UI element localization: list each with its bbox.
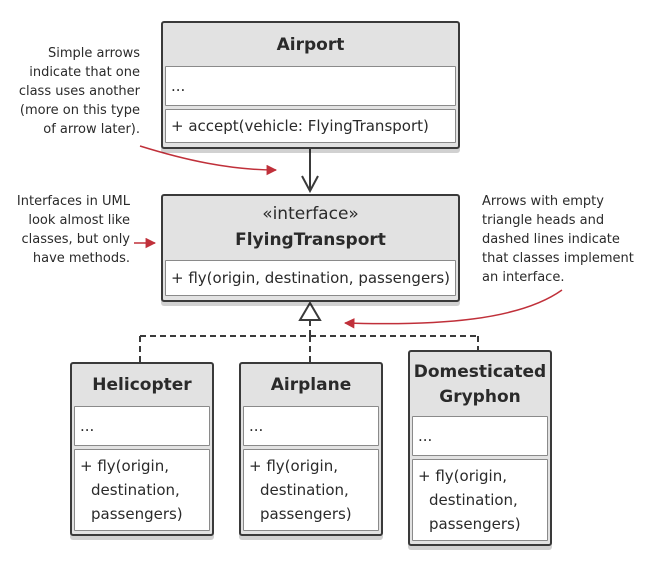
- class-airport-methods: + accept(vehicle: FlyingTransport): [165, 109, 456, 143]
- class-gryphon-fields: ...: [412, 416, 548, 456]
- class-airplane-method-line-3: passengers): [260, 505, 352, 523]
- class-airport: Airport ... + accept(vehicle: FlyingTran…: [161, 21, 460, 149]
- annotation-arrow-uses: [139, 145, 278, 176]
- note-implements-line: dashed lines indicate: [482, 232, 620, 247]
- note-implements: Arrows with empty triangle heads and das…: [482, 192, 642, 287]
- interface-methods: + fly(origin, destination, passengers): [165, 260, 456, 296]
- class-domesticated-gryphon: Domesticated Gryphon ... + fly(origin, d…: [408, 350, 552, 546]
- note-simple-arrows: Simple arrows indicate that one class us…: [8, 44, 140, 139]
- class-gryphon-method-line-1: + fly(origin,: [418, 467, 507, 485]
- interface-stereotype: «interface»: [262, 204, 359, 224]
- note-interfaces: Interfaces in UML look almost like class…: [4, 192, 130, 268]
- class-airplane-methods: + fly(origin, destination, passengers): [243, 449, 379, 531]
- interface-method: + fly(origin, destination, passengers): [171, 269, 451, 287]
- class-airport-fields: ...: [165, 66, 456, 106]
- note-interfaces-line: Interfaces in UML: [16, 194, 130, 209]
- uses-arrow-head: [301, 175, 319, 194]
- note-implements-line: triangle heads and: [482, 213, 605, 228]
- class-helicopter-method-line-3: passengers): [91, 505, 183, 523]
- class-airplane-title: Airplane: [270, 375, 352, 395]
- class-airport-title: Airport: [276, 35, 345, 55]
- class-gryphon-title-line-1: Domesticated: [413, 362, 547, 382]
- class-gryphon-methods: + fly(origin, destination, passengers): [412, 459, 548, 541]
- class-helicopter-fields: ...: [74, 406, 210, 446]
- note-interfaces-line: look almost like: [28, 213, 130, 228]
- class-airport-method: + accept(vehicle: FlyingTransport): [171, 117, 429, 135]
- annotation-arrow-implements: [343, 289, 563, 329]
- class-helicopter-method-line-2: destination,: [91, 481, 180, 499]
- class-airplane-fields: ...: [243, 406, 379, 446]
- note-simple-arrows-line: class uses another: [18, 84, 140, 99]
- class-gryphon-title-line-2: Gryphon: [439, 387, 521, 407]
- class-helicopter-fields-text: ...: [80, 417, 95, 435]
- note-simple-arrows-line: of arrow later).: [43, 122, 140, 137]
- class-helicopter-methods: + fly(origin, destination, passengers): [74, 449, 210, 531]
- class-helicopter: Helicopter ... + fly(origin, destination…: [70, 362, 214, 536]
- class-helicopter-title: Helicopter: [92, 375, 192, 395]
- interface-flyingtransport: «interface» FlyingTransport + fly(origin…: [161, 194, 460, 302]
- note-simple-arrows-line: indicate that one: [29, 65, 140, 80]
- interface-title: FlyingTransport: [235, 230, 386, 250]
- class-airplane-fields-text: ...: [249, 417, 264, 435]
- note-simple-arrows-line: (more on this type: [19, 103, 140, 118]
- class-gryphon-fields-text: ...: [418, 427, 433, 445]
- class-airplane: Airplane ... + fly(origin, destination, …: [239, 362, 383, 536]
- note-interfaces-line: classes, but only: [21, 232, 130, 247]
- note-implements-line: that classes implement: [482, 251, 634, 266]
- note-implements-line: Arrows with empty: [482, 194, 604, 209]
- class-airplane-method-line-2: destination,: [260, 481, 349, 499]
- class-airplane-method-line-1: + fly(origin,: [249, 457, 338, 475]
- class-gryphon-method-line-2: destination,: [429, 491, 518, 509]
- implements-triangle: [298, 301, 322, 321]
- note-interfaces-line: have methods.: [32, 251, 130, 266]
- class-helicopter-method-line-1: + fly(origin,: [80, 457, 169, 475]
- class-gryphon-method-line-3: passengers): [429, 515, 521, 533]
- note-implements-line: an interface.: [482, 270, 565, 285]
- note-simple-arrows-line: Simple arrows: [47, 46, 140, 61]
- class-airport-fields-text: ...: [171, 77, 186, 95]
